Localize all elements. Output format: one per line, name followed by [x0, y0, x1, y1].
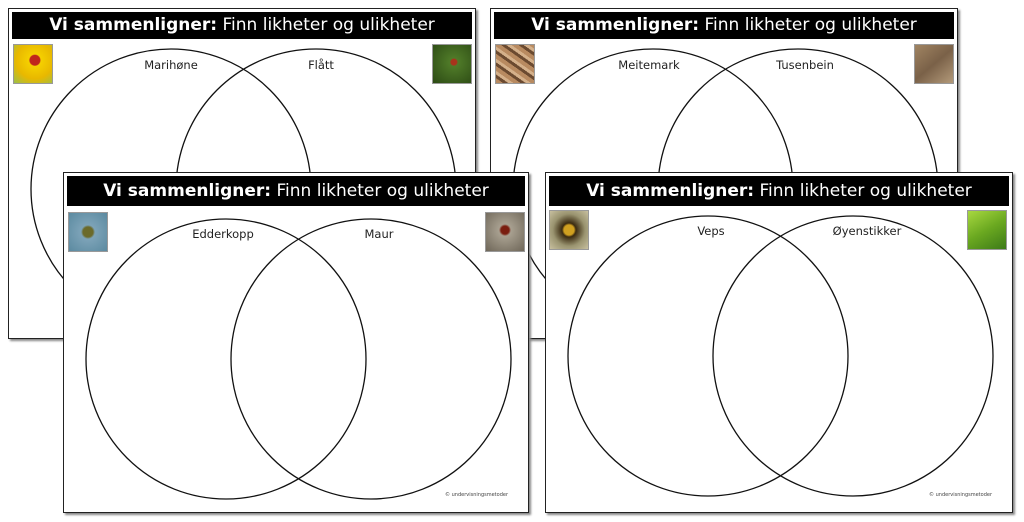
millipede-image — [914, 44, 954, 84]
venn-right-label: Maur — [364, 227, 394, 241]
venn-diagram — [85, 218, 512, 500]
dragonfly-image — [967, 210, 1007, 250]
copyright-text: © undervisningsmetoder — [445, 492, 508, 498]
worksheet-title: Vi sammenligner: Finn likheter og ulikhe… — [12, 12, 472, 39]
worksheet-title: Vi sammenligner: Finn likheter og ulikhe… — [494, 12, 954, 39]
venn-diagram — [567, 215, 994, 497]
venn-left-label: Marihøne — [144, 58, 198, 72]
ladybug-image — [13, 44, 53, 84]
worksheet-title: Vi sammenligner: Finn likheter og ulikhe… — [67, 176, 525, 206]
venn-left-label: Edderkopp — [192, 227, 254, 241]
venn-left-label: Veps — [697, 224, 725, 238]
tick-image — [432, 44, 472, 84]
ant-image — [485, 212, 525, 252]
wasp-image — [549, 210, 589, 250]
worksheet-title: Vi sammenligner: Finn likheter og ulikhe… — [549, 176, 1009, 206]
venn-right-label: Øyenstikker — [832, 224, 902, 238]
venn-right-label: Flått — [308, 58, 334, 72]
worksheet-wasp-dragonfly: Vi sammenligner: Finn likheter og ulikhe… — [545, 172, 1013, 513]
spider-image — [68, 212, 108, 252]
venn-left-label: Meitemark — [618, 58, 680, 72]
copyright-text: © undervisningsmetoder — [929, 492, 992, 498]
earthworm-image — [495, 44, 535, 84]
worksheet-spider-ant: Vi sammenligner: Finn likheter og ulikhe… — [63, 172, 529, 513]
venn-right-label: Tusenbein — [776, 58, 834, 72]
